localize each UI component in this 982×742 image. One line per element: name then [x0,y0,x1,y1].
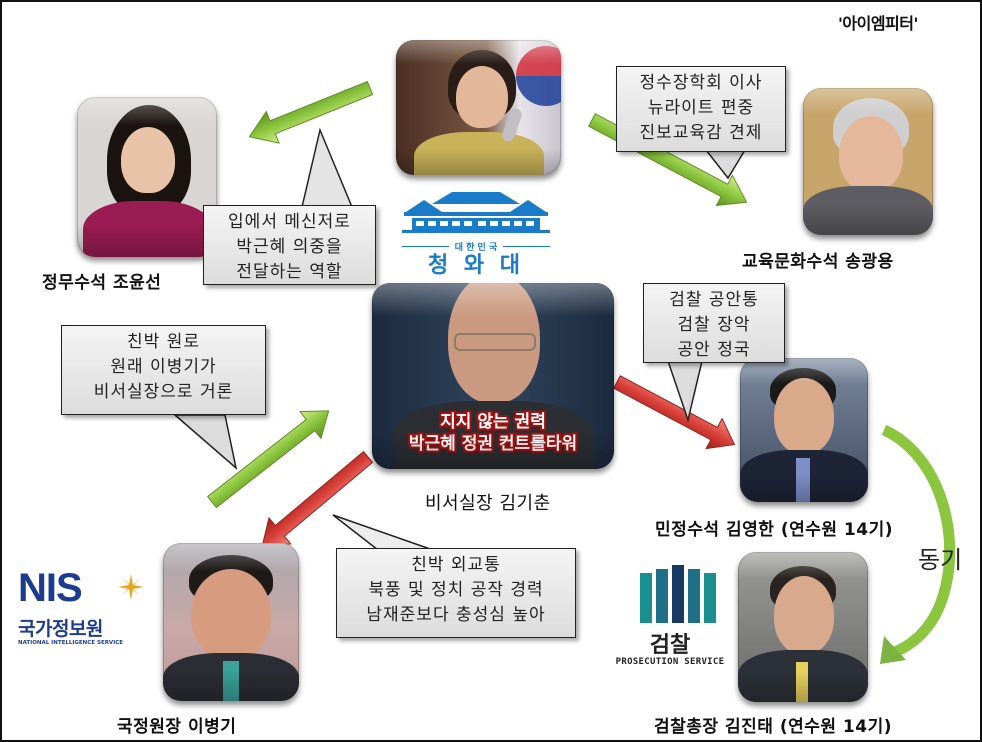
callout-jo: 입에서 메신저로 박근혜 의중을 전달하는 역할 [203,205,376,285]
cheongwadae-subtitle: 대 한 민 국 [454,243,498,253]
prosecution-pillars-icon [640,565,716,623]
nis-mark: NIS [18,566,83,610]
lee-byungki-label: 국정원장 이병기 [117,717,237,737]
callout-song: 정수장학회 이사 뉴라이트 편중 진보교육감 견제 [616,66,786,152]
blue-house-icon [402,192,550,233]
song-kwangyong-photo [803,88,933,235]
classmates-label: 동기 [918,546,963,574]
president-photo [396,40,561,175]
kim-kichoon-photo: 지지 않는 권력 박근혜 정권 컨트롤타워 [372,283,614,469]
credit-label: '아이엠피터' [838,14,918,33]
prosecution-english: PROSECUTION SERVICE [615,657,725,667]
nis-english: NATIONAL INTELLIGENCE SERVICE [18,640,124,646]
kim-younghan-label: 민정수석 김영한 (연수원 14기) [655,520,893,540]
jo-yoonsun-label: 정무수석 조윤선 [42,273,162,293]
callout-lee: 친박 외교통 북풍 및 정치 공작 경력 남재준보다 충성심 높아 [336,548,576,638]
lee-byungki-photo [163,543,299,701]
nis-korean: 국가정보원 [18,618,103,640]
kim-jintae-label: 검찰총장 김진태 (연수원 14기) [654,717,892,737]
kim-jintae-photo [738,552,868,702]
kim-kichoon-caption: 지지 않는 권력 박근혜 정권 컨트롤타워 [408,412,578,454]
cheongwadae-logo: 대 한 민 국 청 와 대 [402,190,550,278]
callout-kim-kichoon: 친박 원로 원래 이병기가 비서실장으로 거론 [61,325,266,415]
jo-yoonsun-photo [77,97,217,257]
nis-star-icon [118,574,144,600]
kim-younghan-photo [740,358,868,502]
cheongwadae-title: 청 와 대 [427,253,525,278]
nis-logo: NIS 국가정보원 NATIONAL INTELLIGENCE SERVICE [18,566,148,652]
prosecution-logo: 검찰 PROSECUTION SERVICE [612,565,728,677]
song-kwangyong-label: 교육문화수석 송광용 [742,252,894,272]
callout-kim-younghan: 검찰 공안통 검찰 장악 공안 정국 [643,283,785,363]
prosecution-korean: 검찰 [649,633,691,658]
kim-kichoon-label: 비서실장 김기춘 [425,493,551,514]
